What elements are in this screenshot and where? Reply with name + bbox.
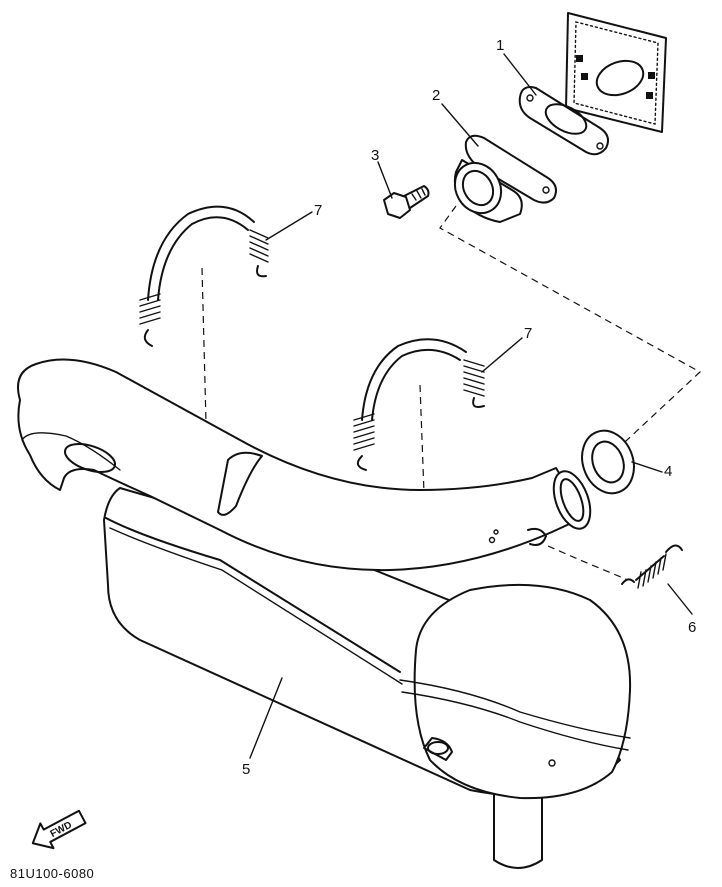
callout-4: 4 xyxy=(664,463,672,480)
exhaust-joint-part-2 xyxy=(453,134,557,223)
gasket-part-1 xyxy=(518,86,609,156)
bolt-part-3 xyxy=(383,185,430,219)
fwd-arrow-icon: FWD xyxy=(31,809,87,850)
muffler-part-5 xyxy=(103,487,632,869)
callout-2: 2 xyxy=(432,87,440,104)
callout-6: 6 xyxy=(688,619,696,636)
drawing-code: 81U100-6080 xyxy=(10,866,94,881)
spring-part-6 xyxy=(621,544,683,589)
spring-hose-upper-part-7 xyxy=(139,205,269,347)
callout-5: 5 xyxy=(242,761,250,778)
leader-lines xyxy=(249,53,693,759)
exhaust-pipe xyxy=(17,358,592,572)
spring-hose-lower-part-7 xyxy=(353,338,485,471)
callout-1: 1 xyxy=(496,37,504,54)
callout-7-upper: 7 xyxy=(314,202,322,219)
callout-3: 3 xyxy=(371,147,379,164)
gasket-ring-part-4 xyxy=(581,429,635,495)
cylinder-flange-plate xyxy=(565,12,667,133)
callout-7-lower: 7 xyxy=(524,325,532,342)
